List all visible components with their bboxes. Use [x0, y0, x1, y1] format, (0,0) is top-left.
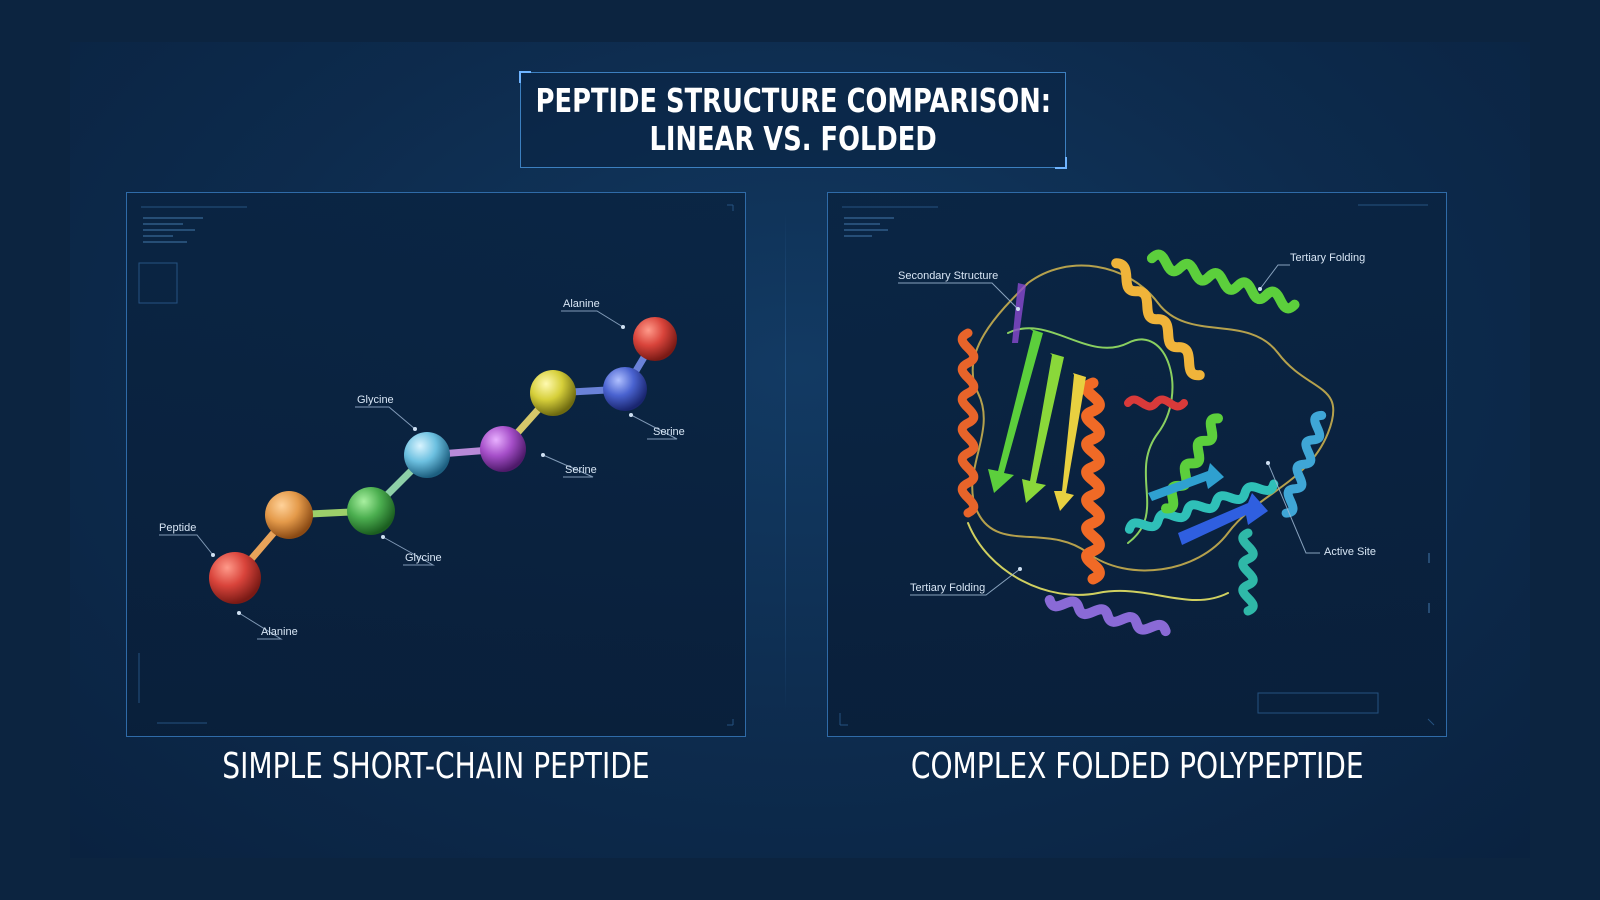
caption-linear-text: SIMPLE SHORT-CHAIN PEPTIDE — [222, 746, 650, 787]
label-glycine-top: Glycine — [357, 394, 394, 406]
amino-acid-beads — [209, 317, 677, 604]
caption-folded: COMPLEX FOLDED POLYPEPTIDE — [827, 742, 1447, 792]
linear-peptide-illustration: Peptide Alanine Glycine Glycine Serine S… — [138, 204, 734, 726]
hud-decoration — [138, 204, 734, 726]
label-tertiary-folding-top: Tertiary Folding — [1290, 252, 1365, 264]
bead-glycine-top — [404, 432, 450, 478]
caption-linear: SIMPLE SHORT-CHAIN PEPTIDE — [126, 742, 746, 792]
title-line-1: PEPTIDE STRUCTURE COMPARISON: — [535, 81, 1051, 120]
folded-polypeptide-panel: Secondary Structure Tertiary Folding Ter… — [827, 192, 1447, 737]
slide-stage: PEPTIDE STRUCTURE COMPARISON: LINEAR VS.… — [70, 42, 1530, 858]
title-box: PEPTIDE STRUCTURE COMPARISON: LINEAR VS.… — [519, 71, 1067, 169]
label-tertiary-folding-bottom: Tertiary Folding — [910, 582, 985, 594]
bead-serine-right — [603, 367, 647, 411]
label-alanine-bottom: Alanine — [261, 626, 298, 638]
linear-peptide-panel: Peptide Alanine Glycine Glycine Serine S… — [126, 192, 746, 737]
label-serine-mid: Serine — [565, 464, 597, 476]
label-secondary-structure: Secondary Structure — [898, 270, 998, 282]
caption-folded-text: COMPLEX FOLDED POLYPEPTIDE — [910, 746, 1364, 787]
panel-divider — [785, 212, 786, 712]
bead-alanine-end — [633, 317, 677, 361]
bead-alanine-start — [209, 552, 261, 604]
bead-serine-mid — [480, 426, 526, 472]
label-serine-right: Serine — [653, 426, 685, 438]
label-peptide: Peptide — [159, 522, 196, 534]
label-alanine-top: Alanine — [563, 298, 600, 310]
bead-yellow — [530, 370, 576, 416]
label-glycine-bottom: Glycine — [405, 552, 442, 564]
bead-glycine-bottom — [347, 487, 395, 535]
folded-protein-illustration: Secondary Structure Tertiary Folding Ter… — [839, 204, 1435, 726]
beta-sheets — [988, 283, 1268, 545]
bead-peptide — [265, 491, 313, 539]
label-active-site: Active Site — [1324, 546, 1376, 558]
title-line-2: LINEAR VS. FOLDED — [649, 119, 937, 158]
